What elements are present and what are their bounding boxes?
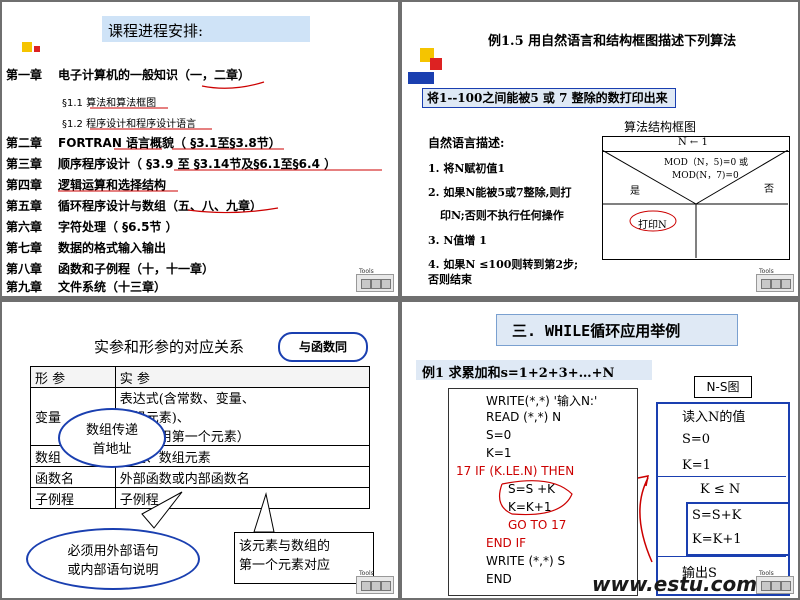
diagram-lines <box>602 150 789 258</box>
step-3: 3. N值增 1 <box>428 234 487 247</box>
step-1: 1. 将N赋初值1 <box>428 162 506 175</box>
cloud-external-statement: 必须用外部语句 或内部语句说明 <box>26 528 200 590</box>
task-banner: 将1--100之间能被5 或 7 整除的数打印出来 <box>422 88 676 108</box>
tools-widget[interactable]: Tools <box>756 570 794 594</box>
slide-course-schedule: 课程进程安排: 第一章电子计算机的一般知识（一，二章） §1.1 算法和算法框图… <box>2 2 398 296</box>
slide1-title: 课程进程安排: <box>108 22 204 40</box>
cloud-array-address: 数组传递 首地址 <box>58 408 166 468</box>
diagram-assign: N ← 1 <box>678 137 708 148</box>
diagram-print: 打印N <box>638 220 667 231</box>
slide2-title: 例1.5 用自然语言和结构框图描述下列算法 <box>488 34 737 49</box>
deco-square <box>34 46 40 52</box>
ns-item: S=S+K <box>692 508 742 523</box>
code-line: READ (*,*) N <box>486 410 562 424</box>
section-1-2: §1.2 程序设计和程序设计语言 <box>62 119 197 130</box>
diagram-yes: 是 <box>630 186 640 197</box>
code-line: GO TO 17 <box>508 518 567 532</box>
tools-widget[interactable]: Tools <box>356 570 394 594</box>
chapter-5: 第五章循环程序设计与数组（五、八、九章） <box>6 199 263 213</box>
ns-diagram <box>656 402 790 596</box>
slide3-title: 实参和形参的对应关系 <box>94 338 245 356</box>
slide4-title: 三. WHILE循环应用举例 <box>512 322 681 340</box>
deco-square <box>22 42 32 52</box>
code-line: S=0 <box>486 428 512 442</box>
ns-item: 读入N的值 <box>682 410 746 425</box>
code-line: WRITE(*,*) '输入N:' <box>486 394 598 408</box>
ns-item: K=K+1 <box>692 532 742 547</box>
code-box <box>448 388 638 596</box>
example-title: 例1 求累加和s=1+2+3+…+N <box>422 366 615 381</box>
diagram-cond2: MOD(N，7)=0 <box>672 171 739 181</box>
ns-item: S=0 <box>682 432 711 447</box>
chapter-1: 第一章电子计算机的一般知识（一，二章） <box>6 68 251 82</box>
chapter-4: 第四章逻辑运算和选择结构 <box>6 178 167 192</box>
ns-item: K=1 <box>682 458 711 473</box>
slide-parameters: 实参和形参的对应关系 与函数同 形 参实 参 变量表达式(含常数、变量、数组元素… <box>2 302 398 598</box>
slide-algorithm-example: 例1.5 用自然语言和结构框图描述下列算法 将1--100之间能被5 或 7 整… <box>402 2 798 296</box>
code-line: S=S +K <box>508 482 556 496</box>
code-line: K=1 <box>486 446 512 460</box>
slide4-title-box <box>496 314 738 346</box>
deco-square <box>430 58 442 70</box>
ns-item: K ≤ N <box>700 482 741 497</box>
formal-cell: 子例程 <box>30 487 116 509</box>
chapter-9: 第九章文件系统（十三章） <box>6 280 167 294</box>
diagram-title: 算法结构框图 <box>624 120 697 134</box>
code-line: K=K+1 <box>508 500 552 514</box>
tools-widget[interactable]: Tools <box>756 268 794 292</box>
slide1-title-box: 课程进程安排: <box>102 16 310 42</box>
ns-divider <box>658 556 786 557</box>
code-line: WRITE (*,*) S <box>486 554 566 568</box>
ns-loop-body <box>686 502 788 556</box>
code-line: 17 IF (K.LE.N) THEN <box>456 464 575 478</box>
ns-item: 输出S <box>682 566 717 581</box>
step-2: 2. 如果N能被5或7整除,则打 <box>428 186 572 199</box>
step-4: 4. 如果N ≤100则转到第2步; <box>428 258 579 271</box>
diagram-cond1: MOD（N，5)=0 或 <box>664 158 749 168</box>
chapter-7: 第七章数据的格式输入输出 <box>6 241 167 255</box>
table-row: 子例程子例程 <box>30 487 371 509</box>
diagram-no: 否 <box>764 184 774 195</box>
code-circle <box>499 480 573 516</box>
example-banner <box>416 360 652 380</box>
step-2b: 印N;否则不执行任何操作 <box>440 209 564 222</box>
deco-square <box>408 72 434 84</box>
nl-title: 自然语言描述: <box>428 136 505 150</box>
ns-divider <box>658 476 786 477</box>
section-1-1: §1.1 算法和算法框图 <box>62 98 157 109</box>
loop-bracket <box>637 475 653 563</box>
ns-title: N-S图 <box>694 376 752 398</box>
param-table: 形 参实 参 变量表达式(含常数、变量、数组元素)、数组（用第一个元素） 数组数… <box>30 366 371 509</box>
step-4b: 否则结束 <box>428 273 472 286</box>
diagram-assign-row <box>602 136 790 152</box>
chapter-3: 第三章顺序程序设计（ §3.9 至 §3.14节及§6.1至§6.4 ） <box>6 157 337 171</box>
code-line: END IF <box>486 536 527 550</box>
code-line: END <box>486 572 512 586</box>
tools-widget[interactable]: Tools <box>356 268 394 292</box>
head-formal: 形 参 <box>30 366 116 388</box>
actual-cell: 子例程 <box>114 487 371 509</box>
chapter-6: 第六章字符处理（ §6.5节 ） <box>6 220 178 234</box>
note-element-mapping: 该元素与数组的 第一个元素对应 <box>234 532 374 584</box>
slide-while-loop: 三. WHILE循环应用举例 例1 求累加和s=1+2+3+…+N WRITE(… <box>402 302 798 598</box>
chapter-8: 第八章函数和子例程（十，十一章） <box>6 262 215 276</box>
red-annotations <box>58 81 382 214</box>
print-circle <box>629 210 677 232</box>
callout-lines <box>141 491 275 533</box>
badge-same-as-function: 与函数同 <box>278 332 368 362</box>
